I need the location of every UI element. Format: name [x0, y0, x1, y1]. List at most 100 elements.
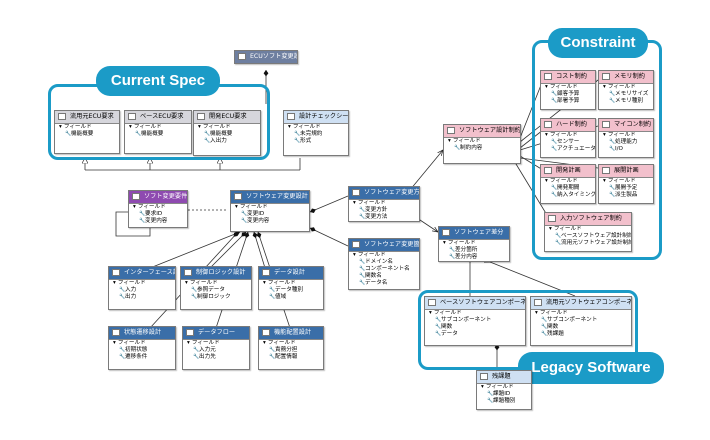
- collapse-arrow-icon[interactable]: ▾: [481, 384, 484, 390]
- field-heading-text: フィールド: [553, 226, 582, 232]
- wrench-icon: 🔧: [359, 259, 366, 265]
- box-sw-change-method[interactable]: ソフトウェア変更方式▾フィールド🔧変更方針🔧変更方法: [348, 186, 420, 222]
- edge-req-self: [115, 211, 151, 237]
- box-base-sw-component[interactable]: ベースソフトウェアコンポーネント▾フィールド🔧サブコンポーネント🔧関数🔧データ: [424, 296, 526, 346]
- field-heading: ▾フィールド: [439, 240, 509, 247]
- field-item: 🔧出力先: [183, 354, 249, 361]
- field-item: 🔧課題ID: [477, 391, 531, 398]
- box-control-logic-design[interactable]: 制御ロジック設計▾フィールド🔧参照データ🔧制御ロジック: [180, 266, 252, 310]
- field-item: 🔧値域: [259, 294, 323, 301]
- collapse-arrow-icon[interactable]: ▾: [545, 178, 548, 184]
- box-mass-prod-plan[interactable]: 展開計画▾フィールド🔧展開予定🔧派生製品: [598, 164, 654, 204]
- box-hw-constraint[interactable]: ハード制約▾フィールド🔧センサー🔧アクチュエータ: [540, 118, 596, 158]
- box-derived-ecu-req[interactable]: 流用元ECU要求▾フィールド🔧機能概要: [54, 110, 120, 154]
- collapse-arrow-icon[interactable]: ▾: [603, 178, 606, 184]
- collapse-arrow-icon[interactable]: ▾: [187, 340, 190, 346]
- box-title-text: 状態遷移設計: [124, 329, 162, 336]
- collapse-arrow-icon[interactable]: ▾: [448, 138, 451, 144]
- box-title-text: 展開計画: [614, 167, 639, 174]
- box-cost-constraint[interactable]: コスト制約▾フィールド🔧顧客予算🔧部署予算: [540, 70, 596, 110]
- wrench-icon: 🔧: [191, 294, 198, 300]
- box-ecu-change-design[interactable]: ECUソフト変更設計: [234, 50, 298, 64]
- box-title-text: ECUソフト変更設計: [250, 53, 297, 60]
- collapse-arrow-icon[interactable]: ▾: [443, 240, 446, 246]
- class-icon: [58, 113, 66, 120]
- box-title-text: ソフト変更要件: [144, 193, 188, 200]
- box-derived-sw-component[interactable]: 流用元ソフトウェアコンポーネント▾フィールド🔧サブコンポーネント🔧関数🔧残課題: [530, 296, 632, 346]
- collapse-arrow-icon[interactable]: ▾: [59, 124, 62, 130]
- box-function-allocation-design[interactable]: 機能配置設計▾フィールド🔧責務分担🔧配置情報: [258, 326, 324, 370]
- collapse-arrow-icon[interactable]: ▾: [133, 204, 136, 210]
- box-mcu-constraint[interactable]: マイコン制約▾フィールド🔧処理能力🔧I/O: [598, 118, 654, 158]
- box-design-check-sheet[interactable]: 設計チェックシート▾フィールド🔧未完規約🔧形式: [283, 110, 349, 156]
- field-item: 🔧展開予定: [599, 185, 653, 192]
- collapse-arrow-icon[interactable]: ▾: [185, 280, 188, 286]
- box-title: ECUソフト変更設計: [235, 51, 297, 63]
- field-item: 🔧変更ID: [231, 211, 309, 218]
- box-sw-design-constraint[interactable]: ソフトウェア設計制約▾フィールド🔧制約内容: [443, 124, 521, 164]
- collapse-arrow-icon[interactable]: ▾: [113, 340, 116, 346]
- box-dev-ecu-req[interactable]: 開発ECU要求▾フィールド🔧機能概要🔧入出力: [193, 110, 261, 156]
- field-heading-text: フィールド: [549, 178, 578, 184]
- field-item-text: 入力元: [199, 347, 216, 353]
- collapse-arrow-icon[interactable]: ▾: [429, 310, 432, 316]
- field-item-text: 未完規約: [300, 131, 323, 137]
- field-heading-text: フィールド: [292, 124, 321, 130]
- box-sw-change-location[interactable]: ソフトウェア変更箇所▾フィールド🔧ドメイン名🔧コンポーネント名🔧関数名🔧データ名: [348, 238, 420, 290]
- collapse-arrow-icon[interactable]: ▾: [353, 200, 356, 206]
- collapse-arrow-icon[interactable]: ▾: [288, 124, 291, 130]
- box-sw-diff[interactable]: ソフトウェア差分▾フィールド🔧差分箇所🔧差分内容: [438, 226, 510, 262]
- collapse-arrow-icon[interactable]: ▾: [263, 280, 266, 286]
- collapse-arrow-icon[interactable]: ▾: [198, 124, 201, 130]
- box-interface-design[interactable]: インターフェース設計▾フィールド🔧入力🔧出力: [108, 266, 176, 310]
- box-memory-constraint[interactable]: メモリ制約▾フィールド🔧メモリサイズ🔧メモリ種別: [598, 70, 654, 110]
- wrench-icon: 🔧: [609, 91, 616, 97]
- field-heading: ▾フィールド: [194, 124, 260, 131]
- wrench-icon: 🔧: [609, 139, 616, 145]
- box-title-text: 開発計画: [556, 167, 581, 174]
- box-sw-change-req[interactable]: ソフト変更要件▾フィールド🔧要求ID🔧変更内容: [128, 190, 188, 228]
- collapse-arrow-icon[interactable]: ▾: [113, 280, 116, 286]
- collapse-arrow-icon[interactable]: ▾: [603, 84, 606, 90]
- box-title-text: データフロー: [198, 329, 236, 336]
- box-remaining-issue[interactable]: 残課題▾フィールド🔧課題ID🔧課題種別: [476, 370, 532, 410]
- field-item-text: 配置情報: [275, 354, 298, 360]
- field-heading: ▾フィールド: [55, 124, 119, 131]
- field-heading-text: フィールド: [447, 240, 476, 246]
- collapse-arrow-icon[interactable]: ▾: [545, 84, 548, 90]
- field-item: 🔧開発期間: [541, 185, 595, 192]
- field-item: 🔧関数: [531, 324, 631, 331]
- box-title: 機能配置設計: [259, 327, 323, 340]
- field-item-text: データ種別: [275, 287, 303, 293]
- collapse-arrow-icon[interactable]: ▾: [129, 124, 132, 130]
- box-dev-plan[interactable]: 開発計画▾フィールド🔧開発期間🔧納入タイミング: [540, 164, 596, 204]
- collapse-arrow-icon[interactable]: ▾: [545, 132, 548, 138]
- class-icon: [112, 269, 120, 276]
- wrench-icon: 🔧: [435, 324, 442, 330]
- box-state-transition-design[interactable]: 状態遷移設計▾フィールド🔧初期状態🔧遷移条件: [108, 326, 176, 370]
- box-base-ecu-req[interactable]: ベースECU要求▾フィールド🔧機能概要: [124, 110, 192, 154]
- collapse-arrow-icon[interactable]: ▾: [235, 204, 238, 210]
- wrench-icon: 🔧: [541, 324, 548, 330]
- collapse-arrow-icon[interactable]: ▾: [353, 252, 356, 258]
- box-title-text: 流用元ソフトウェアコンポーネント: [546, 299, 632, 306]
- field-item-text: 責務分担: [275, 347, 298, 353]
- field-item-text: データ: [441, 331, 458, 337]
- field-item: 🔧出力: [109, 294, 175, 301]
- collapse-arrow-icon[interactable]: ▾: [535, 310, 538, 316]
- collapse-arrow-icon[interactable]: ▾: [603, 132, 606, 138]
- class-icon: [544, 73, 552, 80]
- field-item: 🔧入力元: [183, 347, 249, 354]
- field-item: 🔧変更内容: [129, 218, 187, 225]
- box-input-sw-constraint[interactable]: 入力ソフトウェア制約▾フィールド🔧ベースソフトウェア設計制約🔧流用元ソフトウェア…: [544, 212, 632, 252]
- collapse-arrow-icon[interactable]: ▾: [263, 340, 266, 346]
- field-item: 🔧制約内容: [444, 145, 520, 152]
- box-dataflow[interactable]: データフロー▾フィールド🔧入力元🔧出力先: [182, 326, 250, 370]
- box-sw-change-design[interactable]: ソフトウェア変更設計▾フィールド🔧変更ID🔧変更内容: [230, 190, 310, 232]
- field-heading-text: フィールド: [63, 124, 92, 130]
- box-data-design[interactable]: データ設計▾フィールド🔧データ種別🔧値域: [258, 266, 324, 310]
- collapse-arrow-icon[interactable]: ▾: [549, 226, 552, 232]
- box-title-text: ベースソフトウェアコンポーネント: [440, 299, 526, 306]
- field-heading-text: フィールド: [485, 384, 514, 390]
